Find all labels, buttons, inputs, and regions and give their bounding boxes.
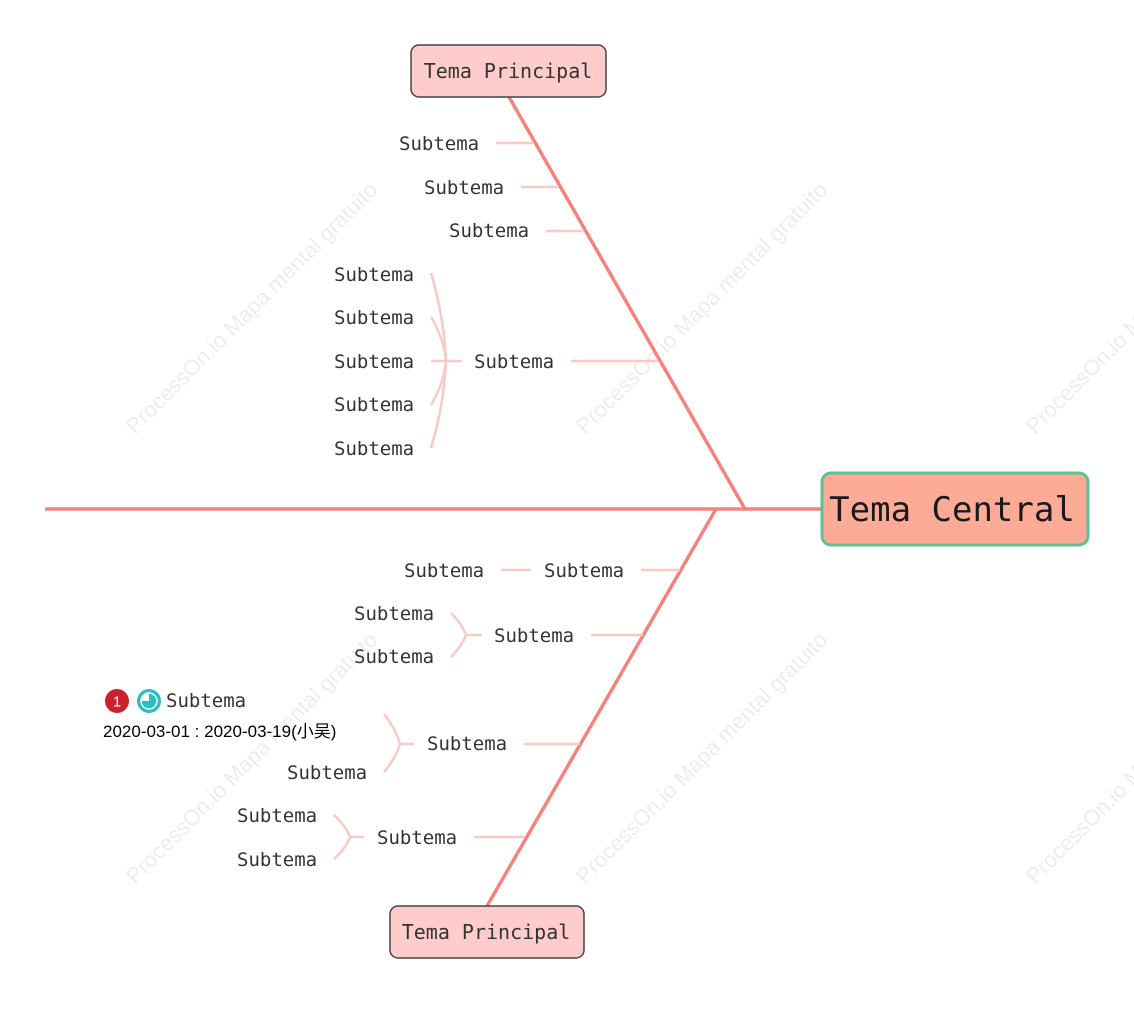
bottom-branch-4-label[interactable]: Subtema — [377, 827, 457, 849]
top-branch-4-child-3[interactable]: Subtema — [334, 351, 414, 373]
top-branch-4-child-4[interactable]: Subtema — [334, 394, 414, 416]
top-branch-4-child-5[interactable]: Subtema — [334, 438, 414, 460]
central-topic-label: Tema Central — [829, 490, 1075, 530]
bottom-branch-3-child-2[interactable]: Subtema — [287, 762, 367, 784]
watermark: ProcessOn.io Mapa mental gratuito — [1021, 177, 1134, 439]
bottom-branch-4-child-1[interactable]: Subtema — [237, 805, 317, 827]
bottom-branch-2-label[interactable]: Subtema — [494, 625, 574, 647]
bottom-branch-3-brace — [383, 713, 414, 773]
bottom-branch-1-child-1[interactable]: Subtema — [404, 560, 484, 582]
bottom-branch-3-label[interactable]: Subtema — [427, 733, 507, 755]
central-topic-box — [820, 471, 1090, 547]
top-branch-4-child-1[interactable]: Subtema — [334, 264, 414, 286]
bottom-branch-2-child-2[interactable]: Subtema — [354, 646, 434, 668]
central-topic[interactable]: Tema Central — [820, 471, 1090, 547]
bottom-main-bone — [485, 508, 718, 907]
sub-branch-lines — [333, 141, 680, 860]
bottom-branch-4-child-2[interactable]: Subtema — [237, 849, 317, 871]
watermark: ProcessOn.io Mapa mental gratuito — [1021, 627, 1134, 889]
top-branch-1-label[interactable]: Subtema — [399, 133, 479, 155]
top-main-topic-label: Tema Principal — [424, 59, 593, 83]
bottom-branch-3-child-1-label: Subtema — [166, 690, 246, 712]
spine-group — [45, 96, 822, 907]
bottom-branch-2-child-1[interactable]: Subtema — [354, 603, 434, 625]
bottom-main-topic-box — [389, 905, 585, 959]
top-main-bone — [507, 96, 747, 510]
top-main-topic-box — [410, 44, 607, 98]
priority-1-icon — [105, 689, 129, 713]
bottom-branch-labels: Subtema Subtema Subtema Subtema Subtema … — [103, 560, 624, 871]
task-date-range: 2020-03-01 : 2020-03-19(小吴) — [103, 722, 336, 741]
watermark: ProcessOn.io Mapa mental gratuito — [571, 177, 833, 439]
bottom-branch-4-brace — [333, 814, 364, 860]
bottom-branch-1-label[interactable]: Subtema — [544, 560, 624, 582]
progress-quarter-pie-icon — [137, 689, 161, 713]
top-branch-3-label[interactable]: Subtema — [449, 220, 529, 242]
top-branch-4-brace — [429, 272, 448, 449]
priority-number: 1 — [113, 694, 121, 711]
top-branch-labels: Subtema Subtema Subtema Subtema Subtema … — [334, 133, 554, 460]
bottom-main-topic-label: Tema Principal — [402, 920, 571, 944]
watermark: ProcessOn.io Mapa mental gratuito — [571, 627, 833, 889]
bottom-branch-3-child-1[interactable]: 1 Subtema 2020-03-01 : 2020-03-19(小吴) — [103, 689, 336, 741]
top-branch-2-label[interactable]: Subtema — [424, 177, 504, 199]
bottom-main-topic[interactable]: Tema Principal — [389, 905, 585, 959]
top-branch-4-child-2[interactable]: Subtema — [334, 307, 414, 329]
top-branch-4-label[interactable]: Subtema — [474, 351, 554, 373]
top-main-topic[interactable]: Tema Principal — [410, 44, 607, 98]
bottom-branch-2-brace — [450, 612, 482, 658]
